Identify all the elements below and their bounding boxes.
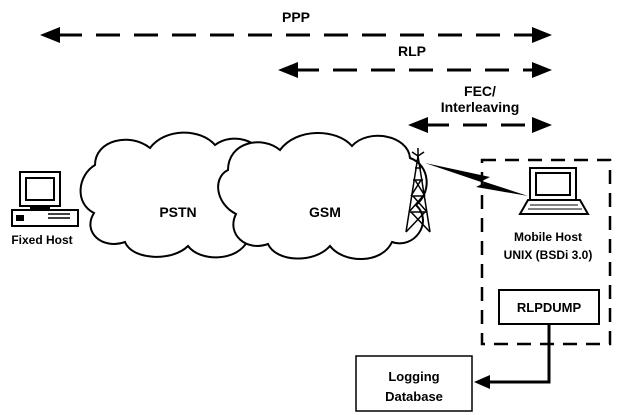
logging-arrowhead [474, 375, 490, 389]
fixed-host-computer-icon [11, 171, 79, 227]
logging-database-label-line2: Database [385, 389, 443, 404]
fec-right-arrowhead [532, 117, 552, 133]
gsm-cloud [217, 132, 428, 260]
mobile-host-label-line2: UNIX (BSDi 3.0) [504, 248, 593, 262]
fec-left-arrowhead [408, 117, 428, 133]
ppp-label: PPP [282, 9, 310, 25]
ppp-arrow [40, 27, 552, 43]
logging-database-box [355, 355, 473, 412]
gsm-label: GSM [309, 204, 341, 220]
rlp-right-arrowhead [532, 62, 552, 78]
fec-label-line2: Interleaving [441, 99, 520, 115]
rlp-left-arrowhead [278, 62, 298, 78]
rlpdump-box [498, 289, 600, 325]
fec-label-line1: FEC/ [464, 83, 496, 99]
mobile-host-label-line1: Mobile Host [514, 230, 582, 244]
ppp-left-arrowhead [40, 27, 60, 43]
fixed-host-label: Fixed Host [11, 233, 72, 247]
rlpdump-to-logging-connector [488, 324, 551, 384]
logging-database-label-line1: Logging [388, 369, 439, 384]
pstn-label: PSTN [159, 204, 196, 220]
antenna-tower-icon [405, 148, 431, 233]
rlp-arrow [278, 62, 552, 78]
mobile-host-dashed-box [480, 158, 612, 346]
ppp-right-arrowhead [532, 27, 552, 43]
radio-link-lightning-icon [425, 163, 528, 196]
rlpdump-label: RLPDUMP [517, 300, 582, 315]
fec-arrow [408, 117, 552, 133]
rlp-label: RLP [398, 43, 426, 59]
laptop-icon [518, 167, 590, 215]
